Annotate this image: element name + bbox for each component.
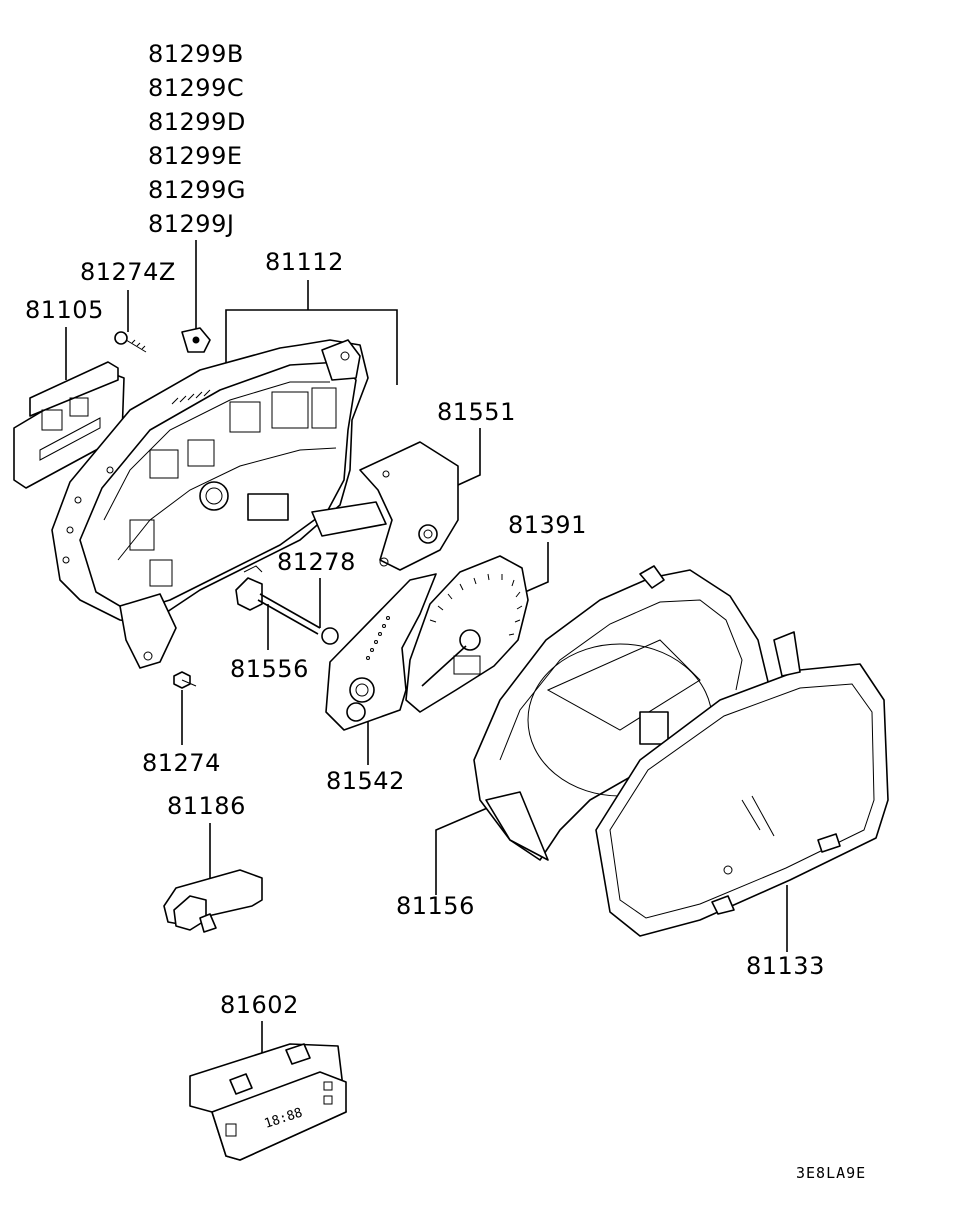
label-81551: 81551 <box>437 398 516 426</box>
diagram-code: 3E8LA9E <box>796 1164 866 1182</box>
label-81274: 81274 <box>142 749 221 777</box>
label-81299b: 81299B <box>148 40 244 68</box>
screw-81274 <box>173 671 197 689</box>
label-81299e: 81299E <box>148 142 243 170</box>
label-81274z: 81274Z <box>80 258 176 286</box>
cover-glass-81133 <box>595 631 889 937</box>
socket-81186 <box>163 869 263 933</box>
label-81299d: 81299D <box>148 108 246 136</box>
label-81299j: 81299J <box>148 210 234 238</box>
screw-81274z <box>114 331 147 353</box>
label-81156: 81156 <box>396 892 475 920</box>
plate-81551 <box>359 441 459 571</box>
leader-lines <box>65 240 788 1068</box>
label-81602: 81602 <box>220 991 299 1019</box>
label-81278: 81278 <box>277 548 356 576</box>
label-81186: 81186 <box>167 792 246 820</box>
label-81391: 81391 <box>508 511 587 539</box>
trip-knob-81556 <box>235 565 321 635</box>
clock-module-81602: 18:88 <box>189 1043 347 1161</box>
label-81556: 81556 <box>230 655 309 683</box>
dial-face-81391 <box>405 555 529 713</box>
label-81542: 81542 <box>326 767 405 795</box>
label-81299c: 81299C <box>148 74 244 102</box>
label-81133: 81133 <box>746 952 825 980</box>
cluster-case-81112 <box>51 339 387 669</box>
bulb-81278 <box>321 627 339 645</box>
label-81299g: 81299G <box>148 176 246 204</box>
label-81112: 81112 <box>265 248 344 276</box>
clip-81299 <box>181 327 211 353</box>
label-81105: 81105 <box>25 296 104 324</box>
gauge-81542 <box>325 573 437 731</box>
